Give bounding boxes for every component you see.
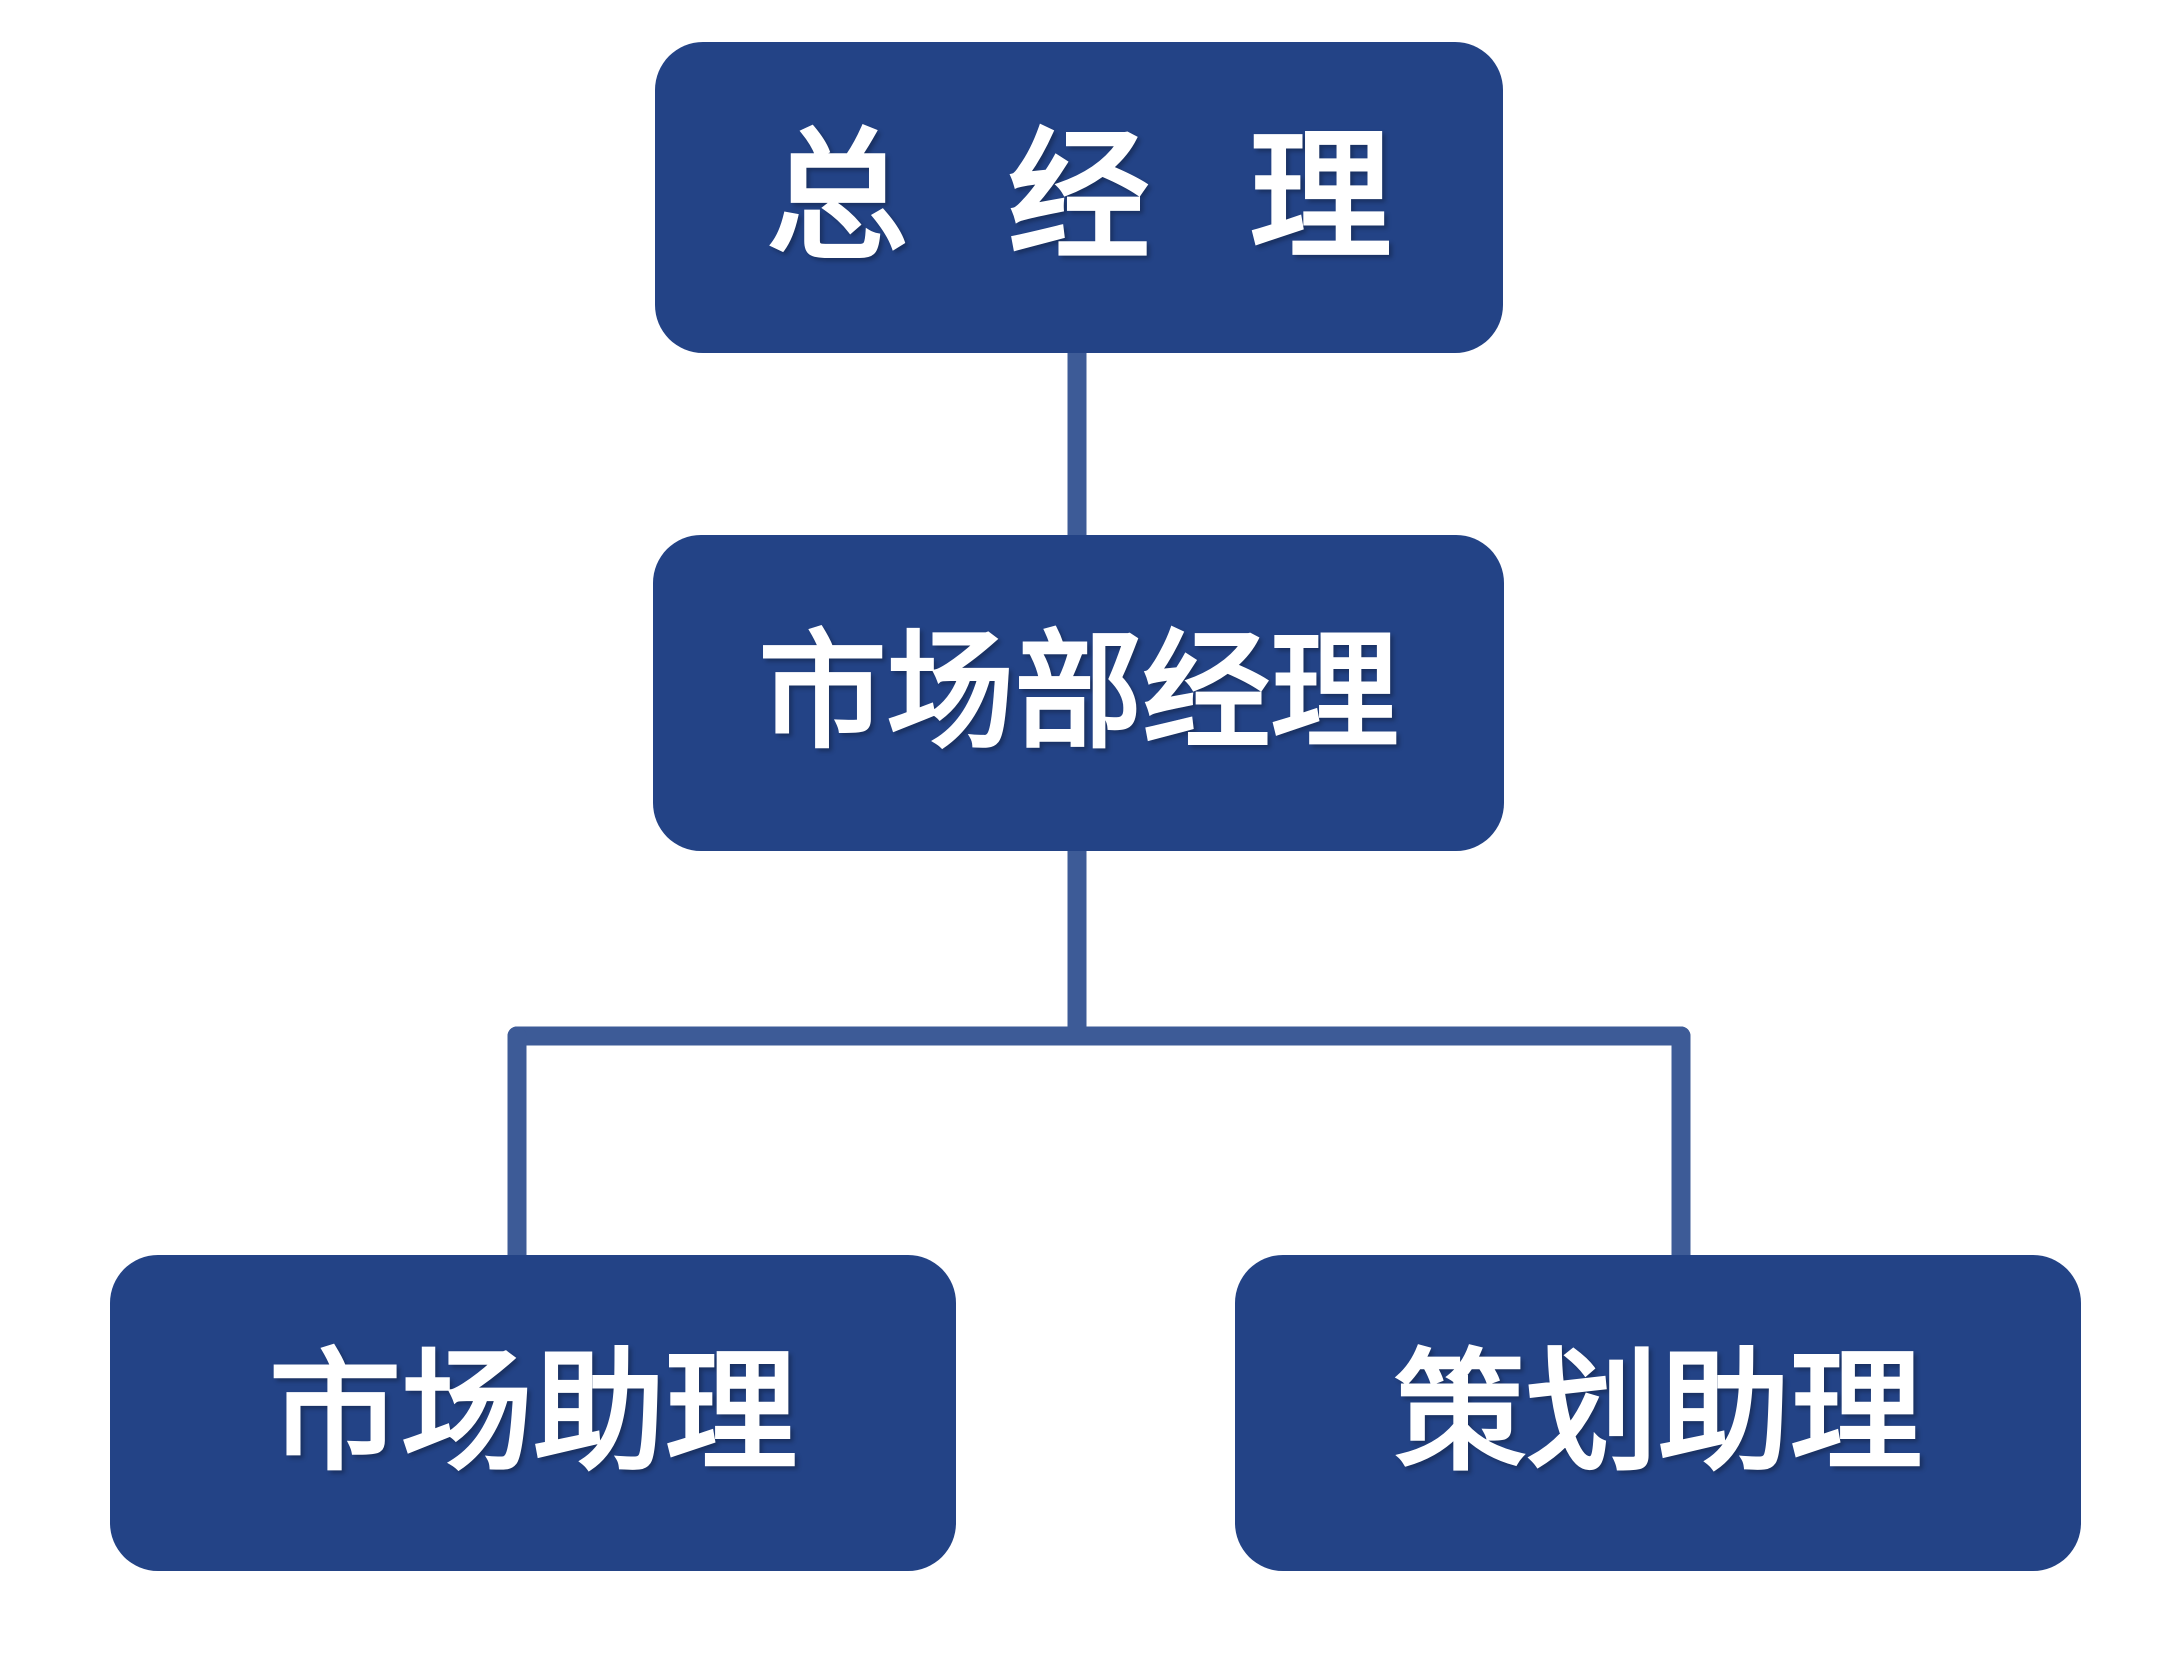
org-node-general-manager[interactable]: 总 经 理 [655, 42, 1503, 353]
org-node-label-general-manager: 总 经 理 [766, 117, 1422, 277]
org-node-marketing-assistant[interactable]: 市场助理 [110, 1255, 956, 1571]
org-node-label-marketing-assistant: 市场助理 [269, 1338, 797, 1486]
org-node-planning-assistant[interactable]: 策划助理 [1235, 1255, 2081, 1571]
org-node-label-marketing-manager: 市场部经理 [758, 620, 1399, 764]
org-node-label-planning-assistant: 策划助理 [1394, 1338, 1922, 1486]
org-node-marketing-manager[interactable]: 市场部经理 [653, 535, 1504, 851]
